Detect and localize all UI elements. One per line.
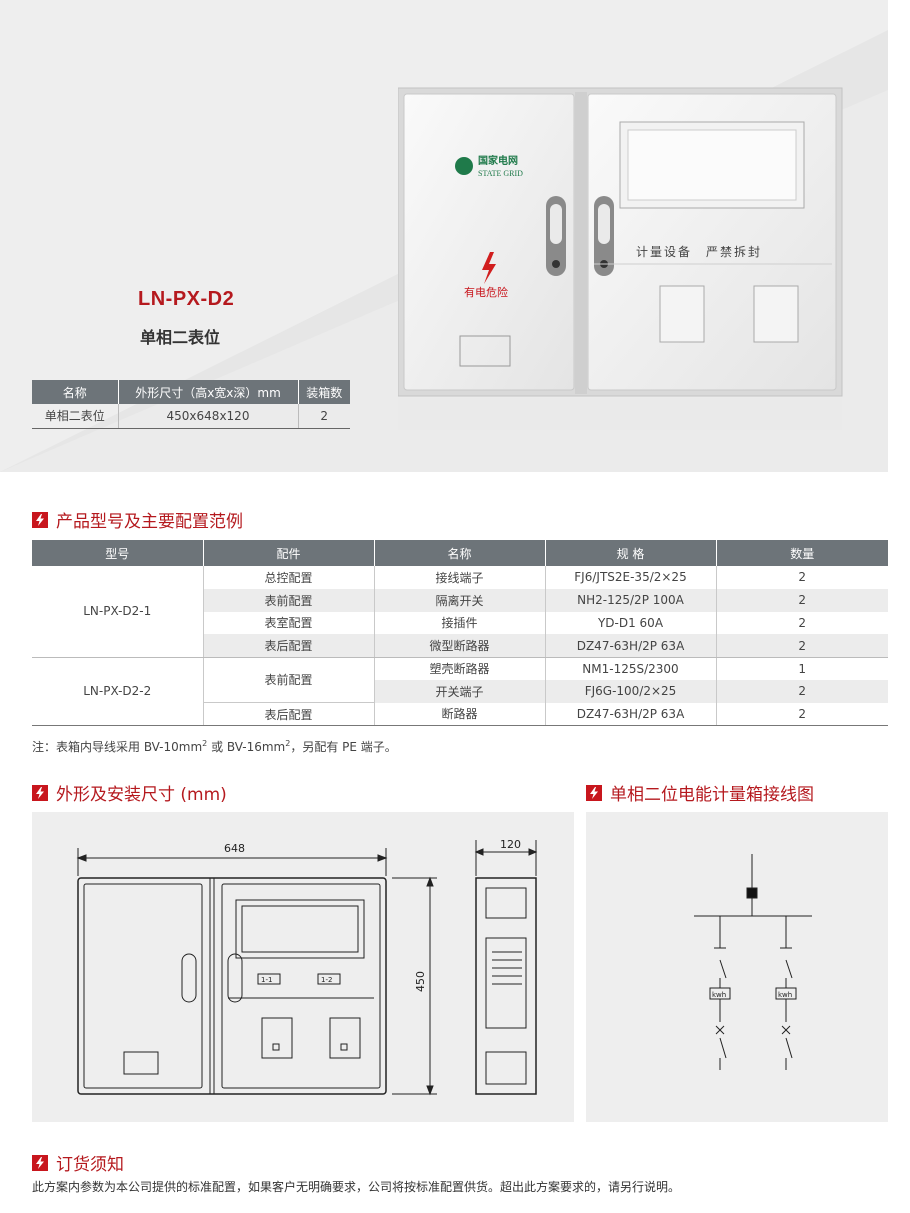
- spec-header-name: 名称: [32, 380, 119, 404]
- cfg-header-spec: 规 格: [545, 540, 717, 566]
- order-section-heading: 订货须知: [32, 1150, 124, 1175]
- cfg-name: 接插件: [374, 611, 546, 635]
- dimension-drawing: 648 120 450 1-1 1-2: [76, 838, 538, 1096]
- cfg-header-name: 名称: [374, 540, 546, 566]
- cfg-model-2: LN-PX-D2-2: [32, 657, 204, 727]
- terminal-tag-1-1: 1-1: [261, 976, 272, 984]
- spec-cell-name: 单相二表位: [32, 404, 119, 429]
- cfg-part: 表室配置: [203, 611, 375, 635]
- cfg-name: 塑壳断路器: [374, 657, 546, 680]
- table-row: LN-PX-D2-1 总控配置 接线端子 FJ6/JTS2E-35/2×25 2: [32, 566, 888, 658]
- cfg-qty: 2: [716, 588, 888, 612]
- spec-header-size: 外形尺寸（高x宽x深）mm: [118, 380, 299, 404]
- cfg-part: 总控配置: [203, 566, 375, 589]
- spec-table: 名称 外形尺寸（高x宽x深）mm 装箱数 单相二表位 450x648x120 2: [32, 380, 350, 429]
- cfg-header-model: 型号: [32, 540, 204, 566]
- note-sup-1: 2: [202, 739, 208, 748]
- cfg-qty: 2: [716, 634, 888, 658]
- wiring-diagram: kwh kwh: [694, 854, 812, 1070]
- cfg-name: 隔离开关: [374, 588, 546, 612]
- wiring-note: 注：表箱内导线采用 BV-10mm2 或 BV-16mm2，另配有 PE 端子。: [32, 738, 397, 755]
- wiring-section-title: 单相二位电能计量箱接线图: [610, 785, 814, 805]
- cfg-qty: 2: [716, 679, 888, 703]
- dimensions-section-title: 外形及安装尺寸 (mm): [56, 785, 227, 805]
- terminal-tag-1-2: 1-2: [321, 976, 332, 984]
- config-section-title: 产品型号及主要配置范例: [56, 512, 243, 532]
- table-row: 表后配置 断路器 DZ47-63H/2P 63A 2: [32, 702, 888, 727]
- seal-label: 计量设备 严禁拆封: [636, 244, 762, 259]
- cfg-spec: FJ6G-100/2×25: [545, 679, 717, 703]
- bolt-icon: [32, 1154, 48, 1171]
- bolt-icon: [32, 511, 48, 528]
- cfg-part: 表前配置: [203, 657, 375, 704]
- cfg-qty: 2: [798, 570, 807, 585]
- spec-cell-size: 450x648x120: [118, 404, 299, 429]
- cfg-part: 表前配置: [203, 588, 375, 612]
- cfg-spec: YD-D1 60A: [545, 611, 717, 635]
- note-part-c: ，另配有 PE 端子。: [290, 740, 397, 754]
- cfg-name: 开关端子: [374, 679, 546, 703]
- state-grid-logo-cn: 国家电网: [478, 154, 518, 167]
- table-row: 表后配置 微型断路器 DZ47-63H/2P 63A 2: [32, 634, 888, 658]
- cfg-spec: DZ47-63H/2P 63A: [545, 634, 717, 658]
- cfg-model-1: LN-PX-D2-1: [32, 566, 204, 658]
- height-dimension-label: 450: [414, 971, 427, 992]
- order-notice-text: 此方案内参数为本公司提供的标准配置，如果客户无明确要求，公司将按标准配置供货。超…: [32, 1180, 681, 1194]
- cfg-spec: DZ47-63H/2P 63A: [545, 702, 717, 727]
- config-table: 型号 配件 名称 规 格 数量 LN-PX-D2-1 总控配置 接线端子 FJ6…: [32, 540, 888, 727]
- product-model-title: LN-PX-D2: [138, 288, 235, 310]
- width-dimension-label: 648: [224, 842, 245, 855]
- cabinet-photo: 国家电网 STATE GRID 有电危险 计量设备 严禁拆封: [398, 87, 843, 430]
- table-row: 开关端子 FJ6G-100/2×25 2: [32, 679, 888, 703]
- warning-bolt-icon: [482, 252, 496, 284]
- cfg-header-qty: 数量: [716, 540, 888, 566]
- cfg-name: 断路器: [374, 702, 546, 727]
- state-grid-logo-en: STATE GRID: [478, 169, 523, 178]
- spec-row: 单相二表位 450x648x120 2: [32, 404, 350, 429]
- bolt-icon: [32, 784, 48, 801]
- note-part-b: 或 BV-16mm: [207, 740, 286, 754]
- dimensions-panel: 648 120 450 1-1 1-2: [32, 812, 574, 1122]
- spec-cell-qty: 2: [298, 404, 350, 429]
- cfg-part: 表后配置: [203, 634, 375, 658]
- wiring-panel: kwh kwh: [586, 812, 888, 1122]
- table-row: LN-PX-D2-2 表前配置 塑壳断路器 NM1-125S/2300 1: [32, 657, 888, 727]
- cfg-spec: FJ6/JTS2E-35/2×25: [545, 566, 717, 589]
- depth-dimension-label: 120: [500, 838, 521, 851]
- note-sup-2: 2: [285, 739, 291, 748]
- meter-label-1: kwh: [712, 991, 726, 999]
- wiring-section-heading: 单相二位电能计量箱接线图: [586, 780, 814, 805]
- cfg-name: 接线端子: [374, 566, 546, 589]
- cfg-header-part: 配件: [203, 540, 375, 566]
- order-section-title: 订货须知: [56, 1155, 124, 1175]
- cfg-spec: NH2-125/2P 100A: [545, 588, 717, 612]
- cfg-qty: 2: [716, 702, 888, 727]
- product-name: 单相二表位: [140, 328, 221, 347]
- cfg-part: 表后配置: [203, 702, 375, 727]
- note-part-a: 注：表箱内导线采用 BV-10mm: [32, 740, 203, 754]
- cfg-spec: NM1-125S/2300: [545, 657, 717, 680]
- hero-banner: LN-PX-D2 单相二表位 名称 外形尺寸（高x宽x深）mm 装箱数 单相二表…: [0, 0, 888, 472]
- cfg-name: 微型断路器: [374, 634, 546, 658]
- cfg-qty: 2: [798, 615, 807, 630]
- meter-label-2: kwh: [778, 991, 792, 999]
- table-row: 表室配置 接插件 YD-D1 60A 2: [32, 611, 888, 635]
- cfg-qty: 1: [798, 661, 807, 676]
- spec-header-qty: 装箱数: [298, 380, 350, 404]
- warning-label: 有电危险: [464, 285, 508, 299]
- table-row: 表前配置 隔离开关 NH2-125/2P 100A 2: [32, 588, 888, 612]
- bolt-icon: [586, 784, 602, 801]
- config-section-heading: 产品型号及主要配置范例: [32, 507, 243, 532]
- dimensions-section-heading: 外形及安装尺寸 (mm): [32, 780, 227, 805]
